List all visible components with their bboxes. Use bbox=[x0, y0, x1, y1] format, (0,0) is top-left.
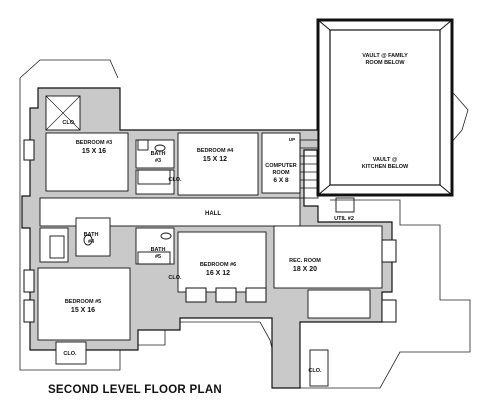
vault-area bbox=[316, 18, 454, 197]
vault-family-label-2: ROOM BELOW bbox=[365, 60, 405, 66]
stairs bbox=[299, 139, 319, 199]
rec-room-lower-floor bbox=[307, 289, 371, 319]
closet-label: CLO. bbox=[63, 351, 77, 357]
vault-kitchen-label-2: KITCHEN BELOW bbox=[362, 164, 409, 170]
rec-room-size: 18 X 20 bbox=[293, 266, 317, 273]
room-labels: VAULT @ FAMILY ROOM BELOW VAULT @ KITCHE… bbox=[62, 53, 409, 374]
bedroom-3-floor bbox=[45, 132, 129, 192]
vault-family-label-1: VAULT @ FAMILY bbox=[362, 53, 408, 59]
bath-3-floor bbox=[135, 139, 175, 169]
bedroom-4-floor bbox=[177, 132, 259, 196]
bath-4-number: #4 bbox=[88, 239, 95, 245]
plan-caption: SECOND LEVEL FLOOR PLAN bbox=[47, 384, 223, 396]
hall-label: HALL bbox=[205, 211, 221, 217]
bath-4-label: BATH bbox=[84, 232, 99, 238]
bath-4-inner-floor bbox=[75, 217, 111, 257]
bedroom-6-size: 16 X 12 bbox=[206, 270, 230, 277]
room-floors bbox=[37, 95, 383, 387]
computer-room-label-1: COMPUTER bbox=[265, 163, 297, 169]
bedroom-5-size: 15 X 16 bbox=[71, 307, 95, 314]
bedroom-3-size: 15 X 16 bbox=[82, 148, 106, 155]
bedroom-5-floor bbox=[37, 267, 131, 341]
util-2-label: UTIL #2 bbox=[334, 216, 354, 222]
bedroom-6-floor bbox=[177, 231, 267, 293]
bedroom-3-label: BEDROOM #3 bbox=[76, 140, 112, 146]
closet-label: CLO. bbox=[308, 368, 322, 374]
bath-3-label: BATH bbox=[151, 151, 166, 157]
bedroom-4-size: 15 X 12 bbox=[203, 156, 227, 163]
closet-5-floor bbox=[55, 341, 87, 365]
closet-marks bbox=[45, 95, 81, 131]
rec-room-floor bbox=[273, 225, 383, 289]
window-bays bbox=[23, 139, 397, 323]
bath-5-floor bbox=[135, 227, 175, 265]
bath-5-number: #5 bbox=[155, 254, 161, 260]
stairs-up-label: UP bbox=[289, 137, 295, 142]
vault-kitchen-label-1: VAULT @ bbox=[373, 157, 398, 163]
bath-5-label: BATH bbox=[151, 247, 166, 253]
closet-label: CLO. bbox=[168, 177, 182, 183]
computer-room-size: 6 X 8 bbox=[273, 177, 289, 184]
bedroom-6-label: BEDROOM #6 bbox=[200, 262, 236, 268]
bath-3-number: #3 bbox=[155, 158, 161, 164]
bedroom-4-label: BEDROOM #4 bbox=[197, 148, 234, 154]
bath-3-lower-floor bbox=[135, 169, 175, 195]
closet-label: CLO. bbox=[168, 275, 182, 281]
bedroom-5-label: BEDROOM #5 bbox=[65, 299, 101, 305]
computer-room-label-2: ROOM bbox=[272, 170, 290, 176]
closet-label: CLO. bbox=[62, 120, 76, 126]
fixtures bbox=[49, 139, 355, 265]
rec-room-label: REC. ROOM bbox=[289, 258, 321, 264]
bath-4-floor bbox=[39, 227, 69, 263]
rec-closet-floor bbox=[309, 349, 329, 387]
computer-room-floor bbox=[261, 132, 301, 194]
